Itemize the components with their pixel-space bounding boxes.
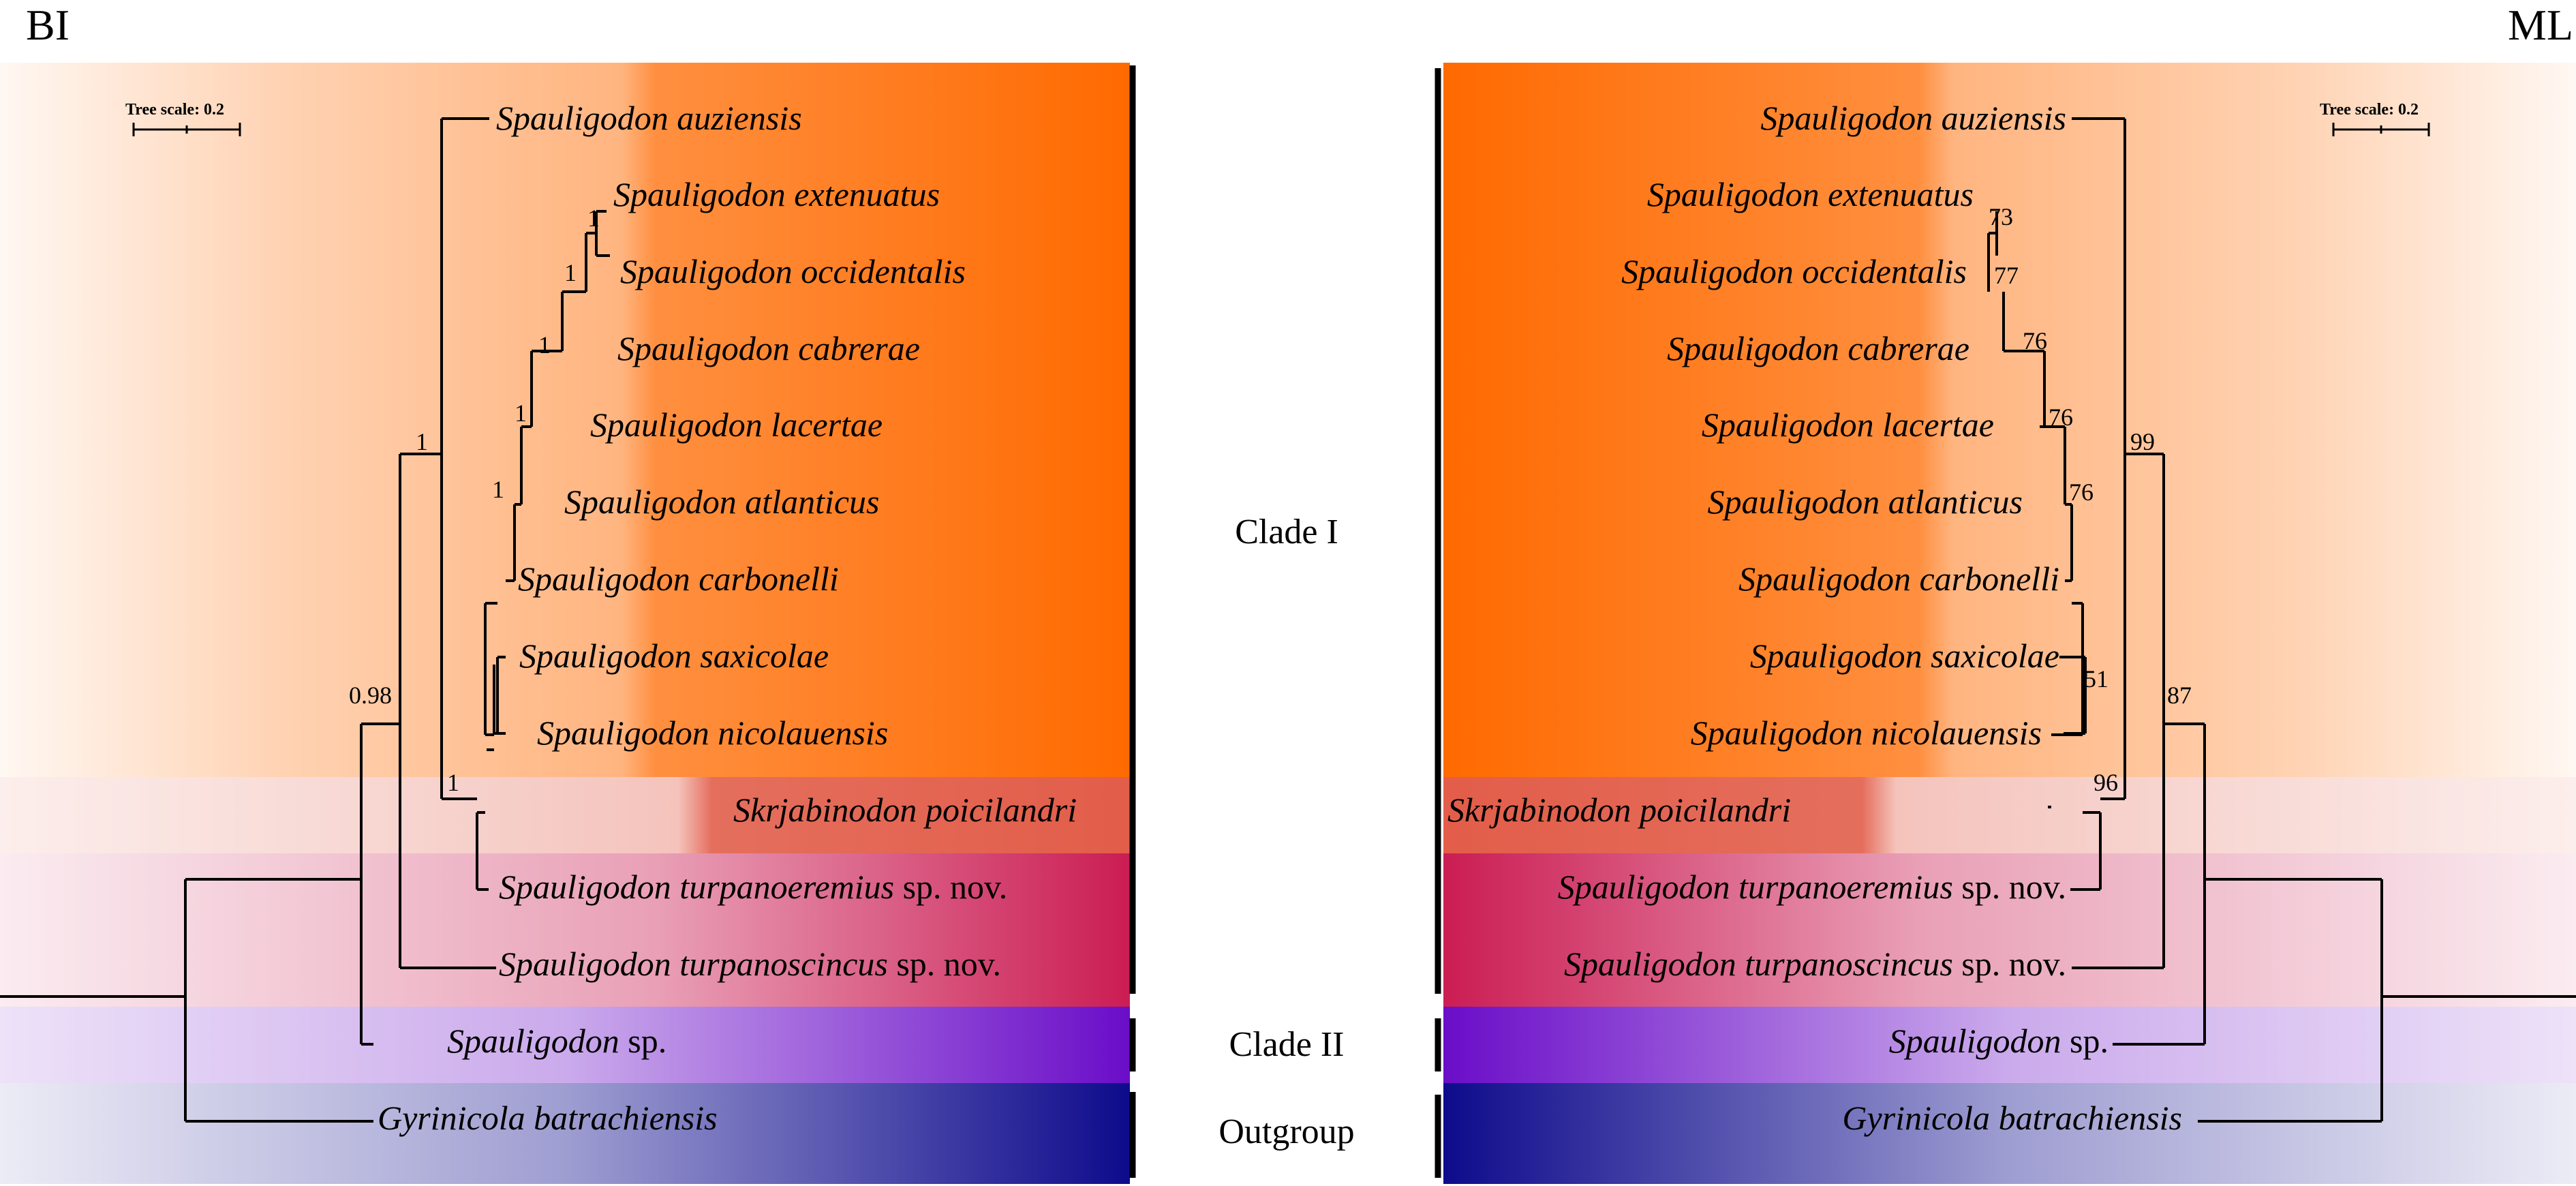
bi-taxon: Spauligodon occidentalis xyxy=(620,252,966,290)
ml-background xyxy=(1443,63,2576,1184)
ml-band-outgroup xyxy=(1443,1083,2576,1184)
ml-support-values: 73 77 76 76 76 51 96 99 87 xyxy=(1989,203,2192,796)
ml-support-with-auziensis: 99 xyxy=(2130,428,2155,455)
bi-band-skrjabinodon xyxy=(0,777,1130,853)
outgroup-label: Outgroup xyxy=(1218,1112,1354,1151)
ml-tree-scale: Tree scale: 0.2 xyxy=(2320,101,2430,136)
ml-taxon: Spauligodon atlanticus xyxy=(1707,483,2023,521)
ml-band-clade-2 xyxy=(1443,1007,2576,1083)
ml-support-sax-nic: 51 xyxy=(2084,665,2109,693)
ml-tree-scale-label: Tree scale: 0.2 xyxy=(2320,101,2419,119)
bi-taxon: Gyrinicola batrachiensis xyxy=(378,1099,718,1137)
bi-taxon: Spauligodon cabrerae xyxy=(617,329,920,367)
bi-taxon: Spauligodon turpanoeremius sp. nov. xyxy=(499,868,1007,906)
ml-taxon: Skrjabinodon poicilandri xyxy=(1447,791,1791,829)
ml-taxon: Spauligodon cabrerae xyxy=(1667,329,1969,367)
ml-taxon: Spauligodon turpanoeremius sp. nov. xyxy=(1558,868,2066,906)
bi-support-with-auziensis: 1 xyxy=(416,428,428,455)
clade-1-label: Clade I xyxy=(1235,513,1338,551)
bi-tree-scale-label: Tree scale: 0.2 xyxy=(125,101,224,119)
bi-taxon: Spauligodon extenuatus xyxy=(613,175,940,213)
bi-panel-label: BI xyxy=(26,1,70,49)
ml-taxon: Spauligodon turpanoscincus sp. nov. xyxy=(1564,945,2066,983)
ml-support-root-ingroup: 87 xyxy=(2167,682,2192,709)
bi-band-outgroup xyxy=(0,1083,1130,1184)
bi-taxon: Spauligodon saxicolae xyxy=(519,637,829,675)
bi-support-to-carbonelli: 1 xyxy=(492,476,504,503)
ml-taxon: Spauligodon sp. xyxy=(1889,1022,2109,1060)
bi-support-to-lacertae: 1 xyxy=(538,331,551,359)
bi-taxa: Spauligodon auziensis Spauligodon extenu… xyxy=(378,99,1077,1137)
ml-support-with-skrjabinodon: 96 xyxy=(2094,769,2118,796)
ml-support-ext-occ: 73 xyxy=(1989,203,2013,230)
bi-tree-branches xyxy=(0,117,610,1123)
bi-support-with-skrjabinodon: 1 xyxy=(447,769,459,796)
clade-2-label: Clade II xyxy=(1229,1025,1345,1064)
bi-band-clade-2 xyxy=(0,1007,1130,1083)
ml-support-to-carbonelli: 76 xyxy=(2069,478,2094,506)
ml-taxon: Spauligodon carbonelli xyxy=(1738,560,2059,598)
ml-taxon: Spauligodon extenuatus xyxy=(1647,175,1974,213)
ml-panel-label: ML xyxy=(2508,1,2573,49)
bi-support-to-atlanticus: 1 xyxy=(515,399,527,427)
ml-band-skrjabinodon xyxy=(1443,777,2576,853)
bi-band-clade-1 xyxy=(0,63,1130,777)
ml-taxon: Spauligodon lacertae xyxy=(1702,406,1994,444)
bi-taxon: Spauligodon auziensis xyxy=(496,99,802,137)
ml-band-clade-1 xyxy=(1443,63,2576,777)
ml-taxon: Spauligodon saxicolae xyxy=(1750,637,2059,675)
bi-tree-scale: Tree scale: 0.2 xyxy=(125,101,241,136)
bi-taxon: Spauligodon turpanoscincus sp. nov. xyxy=(499,945,1001,983)
ml-support-to-lacertae: 76 xyxy=(2023,327,2047,354)
bi-support-ext-occ-cab: 1 xyxy=(564,259,577,286)
ml-support-to-atlanticus: 76 xyxy=(2049,404,2073,431)
bi-support-ext-occ: 1 xyxy=(587,204,600,232)
ml-taxon: Spauligodon auziensis xyxy=(1760,99,2066,137)
bi-taxon: Spauligodon sp. xyxy=(447,1022,666,1060)
ml-taxa: Spauligodon auziensis Spauligodon extenu… xyxy=(1447,99,2182,1137)
bi-background xyxy=(0,63,1130,1184)
bi-taxon: Spauligodon carbonelli xyxy=(518,560,839,598)
ml-band-turpan xyxy=(1443,853,2576,1007)
ml-taxon: Spauligodon nicolauensis xyxy=(1691,714,2042,752)
bi-support-root-ingroup: 0.98 xyxy=(349,682,392,709)
bi-support-values: 1 1 1 1 1 1 0.98 1 xyxy=(349,204,600,796)
ml-taxon: Gyrinicola batrachiensis xyxy=(1842,1099,2182,1137)
ml-tree-branches xyxy=(1987,117,2576,1123)
ml-support-ext-occ-cab: 77 xyxy=(1994,262,2019,289)
ml-taxon: Spauligodon occidentalis xyxy=(1621,252,1967,290)
bi-taxon: Spauligodon nicolauensis xyxy=(537,714,888,752)
bi-taxon: Spauligodon atlanticus xyxy=(564,483,880,521)
bi-taxon: Skrjabinodon poicilandri xyxy=(733,791,1077,829)
bi-taxon: Spauligodon lacertae xyxy=(590,406,883,444)
